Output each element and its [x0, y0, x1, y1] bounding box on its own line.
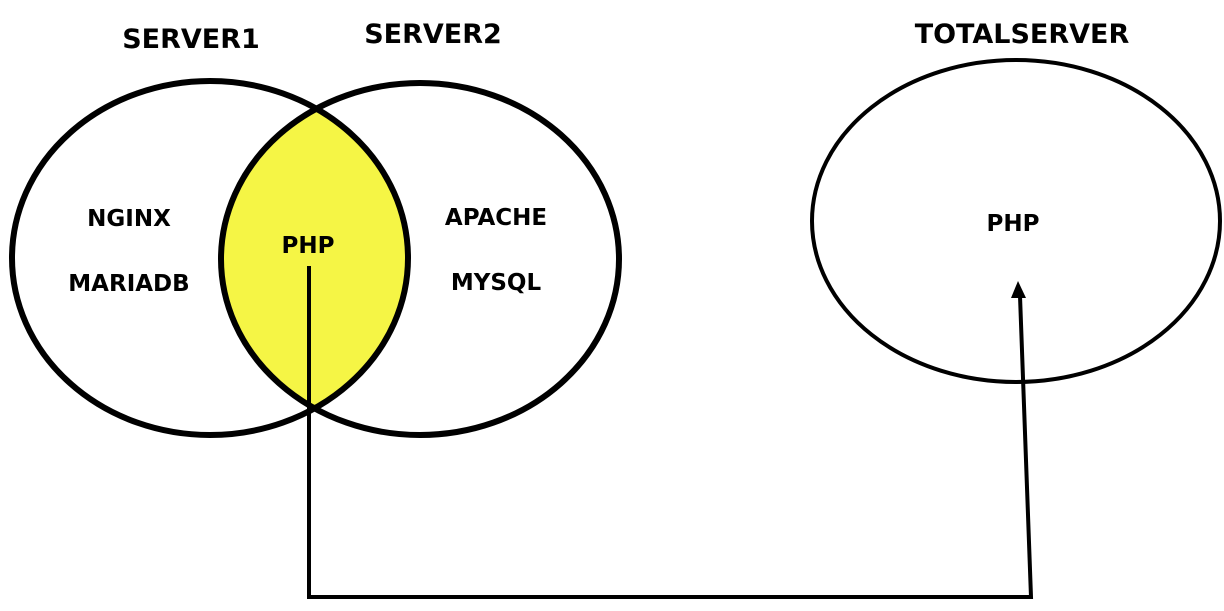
server1-item-mariadb: MARIADB: [68, 271, 189, 297]
server1-circle: [9, 78, 411, 438]
intersection-label: PHP: [282, 233, 335, 259]
totalserver-title: TOTALSERVER: [915, 19, 1130, 50]
totalserver-circle: [810, 58, 1222, 384]
server2-item-apache: APACHE: [445, 205, 547, 231]
server1-item-nginx: NGINX: [87, 206, 171, 232]
server2-item-mysql: MYSQL: [451, 270, 542, 296]
server2-circle: [218, 80, 622, 438]
intersection-region: [221, 83, 408, 435]
connector-line: [307, 266, 1034, 599]
server2-title: SERVER2: [364, 19, 502, 50]
server1-title: SERVER1: [122, 24, 260, 55]
arrowhead-icon: [1011, 281, 1026, 298]
totalserver-label: PHP: [987, 211, 1040, 237]
